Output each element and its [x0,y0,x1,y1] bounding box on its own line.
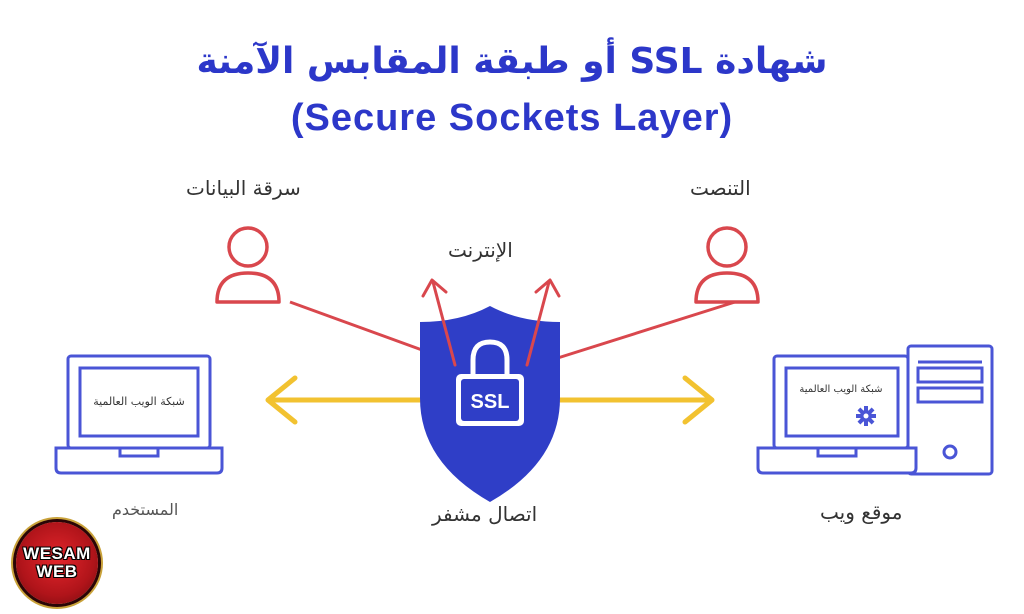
title-block: شهادة SSL أو طبقة المقابس الآمنة (Secure… [0,38,1024,144]
title-arabic: شهادة SSL أو طبقة المقابس الآمنة [196,41,828,82]
website-computer-icon [756,344,994,476]
wesam-web-logo: WESAM WEB [16,522,98,604]
encrypted-connection-label: اتصال مشفر [432,502,538,526]
user-laptop-icon [54,354,224,475]
title-english: (Secure Sockets Layer) [290,97,734,139]
right-screen-text: شبكة الويب العالمية [799,384,882,395]
eavesdropping-person-icon [694,226,760,304]
gear-icon [856,406,876,426]
left-screen-text: شبكة الويب العالمية [93,395,184,408]
data-theft-label: سرقة البيانات [186,176,301,200]
internet-arrows [421,278,561,367]
logo-line-2: WEB [36,562,78,581]
logo-line-1: WESAM [23,544,91,563]
internet-label: الإنترنت [448,238,513,262]
eavesdropping-label: التنصت [690,176,751,200]
data-theft-person-icon [215,226,281,304]
user-label: المستخدم [112,500,179,519]
lock-text: SSL [471,391,510,413]
website-label: موقع ويب [820,500,903,524]
lock-icon [456,339,524,426]
eavesdropping-line [544,300,736,364]
